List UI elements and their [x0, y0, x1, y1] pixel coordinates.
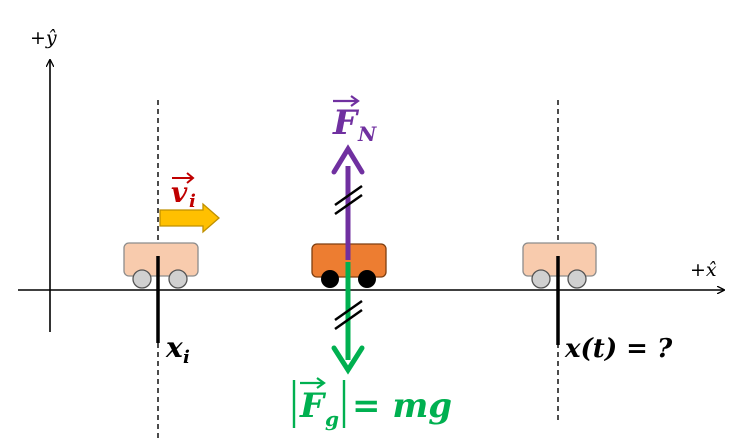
svg-text:= mg: = mg — [352, 386, 452, 426]
final-position-label: x(t) = ? — [564, 334, 673, 364]
svg-text:N: N — [357, 122, 377, 146]
y-axis-label: +ŷ — [30, 27, 57, 49]
svg-text:F: F — [299, 386, 327, 426]
normal-force-vector — [331, 144, 365, 260]
svg-text:i: i — [189, 191, 196, 212]
x-axis-label: +x̂ — [690, 259, 717, 281]
normal-force-label: F N — [332, 95, 377, 146]
svg-text:g: g — [325, 407, 339, 431]
svg-text:v: v — [171, 176, 188, 209]
cart-initial — [123, 242, 199, 289]
svg-text:x: x — [165, 331, 183, 364]
initial-position-label: x i — [165, 331, 190, 368]
cart-current — [311, 243, 387, 288]
gravity-force-label: F g = mg — [292, 377, 452, 431]
svg-text:i: i — [183, 347, 190, 368]
svg-text:F: F — [332, 103, 360, 143]
equal-magnitude-mark-upper — [334, 184, 363, 216]
equal-magnitude-mark-lower — [334, 299, 363, 331]
velocity-label: v i — [171, 172, 196, 212]
velocity-arrow — [159, 202, 220, 234]
